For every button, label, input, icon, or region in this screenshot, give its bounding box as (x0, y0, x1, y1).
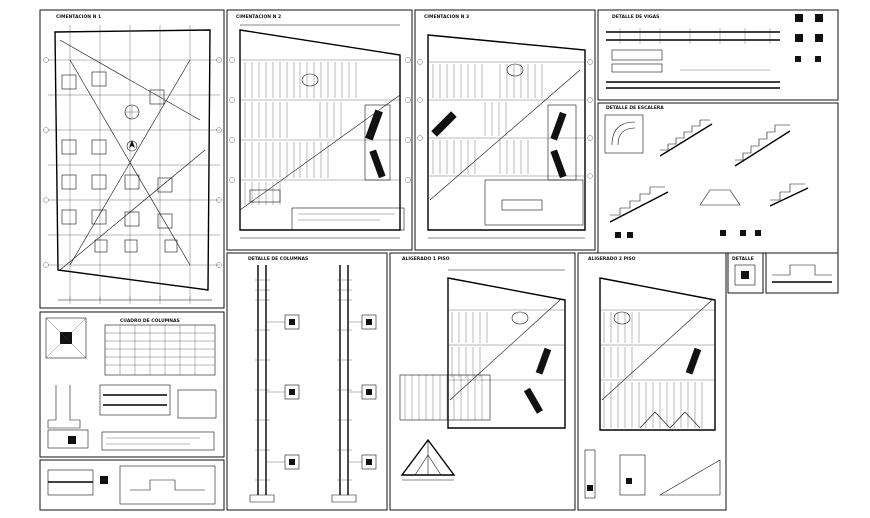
north-arrow-icon (126, 140, 138, 152)
panel-foundation-plan-1: CIMENTACION N 1 (39, 9, 225, 309)
panel-title-2: CIMENTACION N 2 (236, 14, 281, 20)
panel-title-4: DETALLE DE VIGAS (612, 14, 659, 20)
panel-framing-plan-2: CIMENTACION N 2 (226, 9, 413, 251)
panel-title-6: CUADRO DE COLUMNAS (120, 318, 180, 324)
panel-title-9: ALIGERADO 2 PISO (588, 256, 636, 262)
panel-title-5: DETALLE DE ESCALERA (606, 105, 664, 111)
panel-framing-plan-3: CIMENTACION N 3 (414, 9, 596, 251)
panel-column-details: DETALLE DE COLUMNAS (226, 252, 388, 511)
panel-title-8: ALIGERADO 1 PISO (402, 256, 450, 262)
panel-stair-details: DETALLE DE ESCALERA (597, 102, 839, 254)
panel-beam-details: DETALLE DE VIGAS (597, 9, 839, 101)
panel-slab-plan-1: ALIGERADO 1 PISO (389, 252, 576, 511)
panel-right-details: DETALLE (727, 252, 839, 294)
panel-title-7: DETALLE DE COLUMNAS (248, 256, 308, 262)
panel-title-1: CIMENTACION N 1 (56, 14, 101, 20)
panel-column-schedule: CUADRO DE COLUMNAS (39, 311, 225, 458)
panel-slab-plan-2: ALIGERADO 2 PISO (577, 252, 727, 511)
panel-title-3: CIMENTACION N 3 (424, 14, 469, 20)
panel-small-details (39, 459, 225, 511)
panel-title-10: DETALLE (732, 256, 754, 262)
